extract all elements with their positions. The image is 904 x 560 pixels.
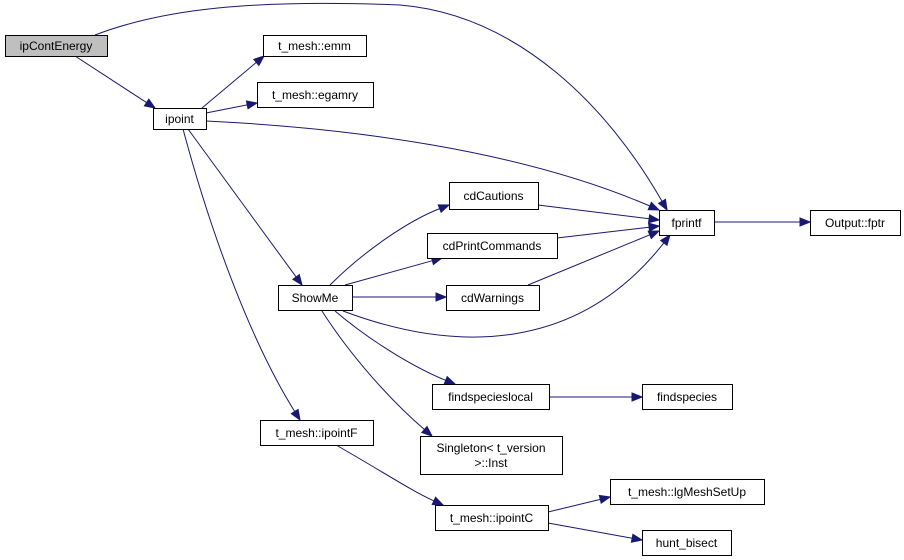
edge-ipoint-to-ipointf [182, 128, 301, 422]
edge-ipcontenergy-to-ipoint [74, 55, 157, 109]
node-findspecies-label: findspecies [657, 390, 717, 404]
node-ipoint-label: ipoint [165, 112, 194, 126]
edge-cdwarnings-to-fprintf [527, 230, 661, 286]
edge-showme-to-cdprintcommands [344, 256, 444, 286]
node-cdcautions-label: cdCautions [463, 189, 523, 203]
node-fptr[interactable]: Output::fptr [810, 210, 901, 236]
node-cdprintcommands[interactable]: cdPrintCommands [427, 233, 558, 259]
node-ipcontenergy[interactable]: ipContEnergy [5, 35, 108, 57]
node-fprintf-box [659, 210, 715, 236]
edge-showme-to-fprintf [342, 233, 671, 338]
node-cdprintcommands-box [427, 233, 558, 259]
node-findspecieslocal[interactable]: findspecieslocal [432, 384, 550, 410]
edge-cdprintcommands-to-fprintf [556, 222, 661, 239]
node-hunt-bisect-box [642, 530, 732, 556]
edge-ipointc-to-lgmeshsetup [547, 494, 612, 513]
node-singleton-box [420, 436, 563, 475]
node-ipointc-label: t_mesh::ipointC [450, 511, 534, 525]
node-hunt-bisect-label: hunt_bisect [656, 536, 718, 550]
node-findspecies[interactable]: findspecies [642, 384, 733, 410]
node-lgmeshsetup-label: t_mesh::lgMeshSetUp [628, 485, 746, 499]
edge-ipoint-to-fprintf [205, 120, 661, 211]
node-showme-label: ShowMe [292, 291, 339, 305]
edge-ipointf-to-ipointc [335, 444, 445, 506]
node-singleton-label: >::Inst [474, 456, 508, 470]
node-ipcontenergy-box [5, 35, 108, 57]
node-fprintf-label: fprintf [671, 216, 702, 230]
node-emm-label: t_mesh::emm [278, 39, 351, 53]
edge-findspecieslocal-to-findspecies [549, 392, 644, 402]
call-graph-edges [74, 2, 812, 543]
edge-cdcautions-to-fprintf [537, 204, 661, 224]
node-egamry[interactable]: t_mesh::egamry [257, 82, 374, 108]
node-findspecies-box [642, 384, 733, 410]
node-ipointf[interactable]: t_mesh::ipointF [260, 420, 374, 446]
node-showme-box [278, 285, 353, 311]
edge-showme-to-singleton [321, 310, 434, 437]
node-ipcontenergy-label: ipContEnergy [20, 39, 93, 53]
node-cdwarnings[interactable]: cdWarnings [446, 285, 540, 311]
node-lgmeshsetup[interactable]: t_mesh::lgMeshSetUp [610, 479, 765, 505]
node-ipointf-box [260, 420, 374, 446]
edge-showme-to-cdwarnings [352, 292, 448, 302]
node-lgmeshsetup-box [610, 479, 765, 505]
node-ipointf-label: t_mesh::ipointF [275, 426, 357, 440]
node-singleton[interactable]: Singleton< t_version>::Inst [420, 436, 563, 475]
node-fptr-box [810, 210, 901, 236]
node-cdwarnings-box [446, 285, 540, 311]
node-cdprintcommands-label: cdPrintCommands [443, 239, 542, 253]
node-emm-box [263, 35, 367, 57]
node-cdcautions-box [449, 182, 539, 210]
node-egamry-label: t_mesh::egamry [272, 88, 358, 102]
node-fptr-label: Output::fptr [825, 216, 885, 230]
node-ipoint[interactable]: ipoint [153, 108, 207, 130]
edge-ipcontenergy-to-fprintf [94, 2, 668, 212]
edge-ipointc-to-hunt-bisect [547, 522, 644, 543]
edge-fprintf-to-fptr [714, 217, 812, 227]
edge-showme-to-cdcautions [329, 204, 451, 286]
edge-ipoint-to-showme [187, 128, 303, 287]
edge-showme-to-findspecieslocal [334, 310, 457, 385]
edge-ipoint-to-egamry [205, 100, 259, 114]
node-singleton-label: Singleton< t_version [436, 441, 545, 455]
node-emm[interactable]: t_mesh::emm [263, 35, 367, 57]
node-ipointc-box [435, 505, 549, 531]
node-ipoint-box [153, 108, 207, 130]
node-cdcautions[interactable]: cdCautions [449, 182, 539, 210]
node-cdwarnings-label: cdWarnings [461, 291, 524, 305]
node-fprintf[interactable]: fprintf [659, 210, 715, 236]
node-findspecieslocal-label: findspecieslocal [448, 390, 533, 404]
node-showme[interactable]: ShowMe [278, 285, 353, 311]
node-hunt-bisect[interactable]: hunt_bisect [642, 530, 732, 556]
node-findspecieslocal-box [432, 384, 550, 410]
edge-ipoint-to-emm [201, 55, 266, 109]
node-ipointc[interactable]: t_mesh::ipointC [435, 505, 549, 531]
node-egamry-box [257, 82, 374, 108]
